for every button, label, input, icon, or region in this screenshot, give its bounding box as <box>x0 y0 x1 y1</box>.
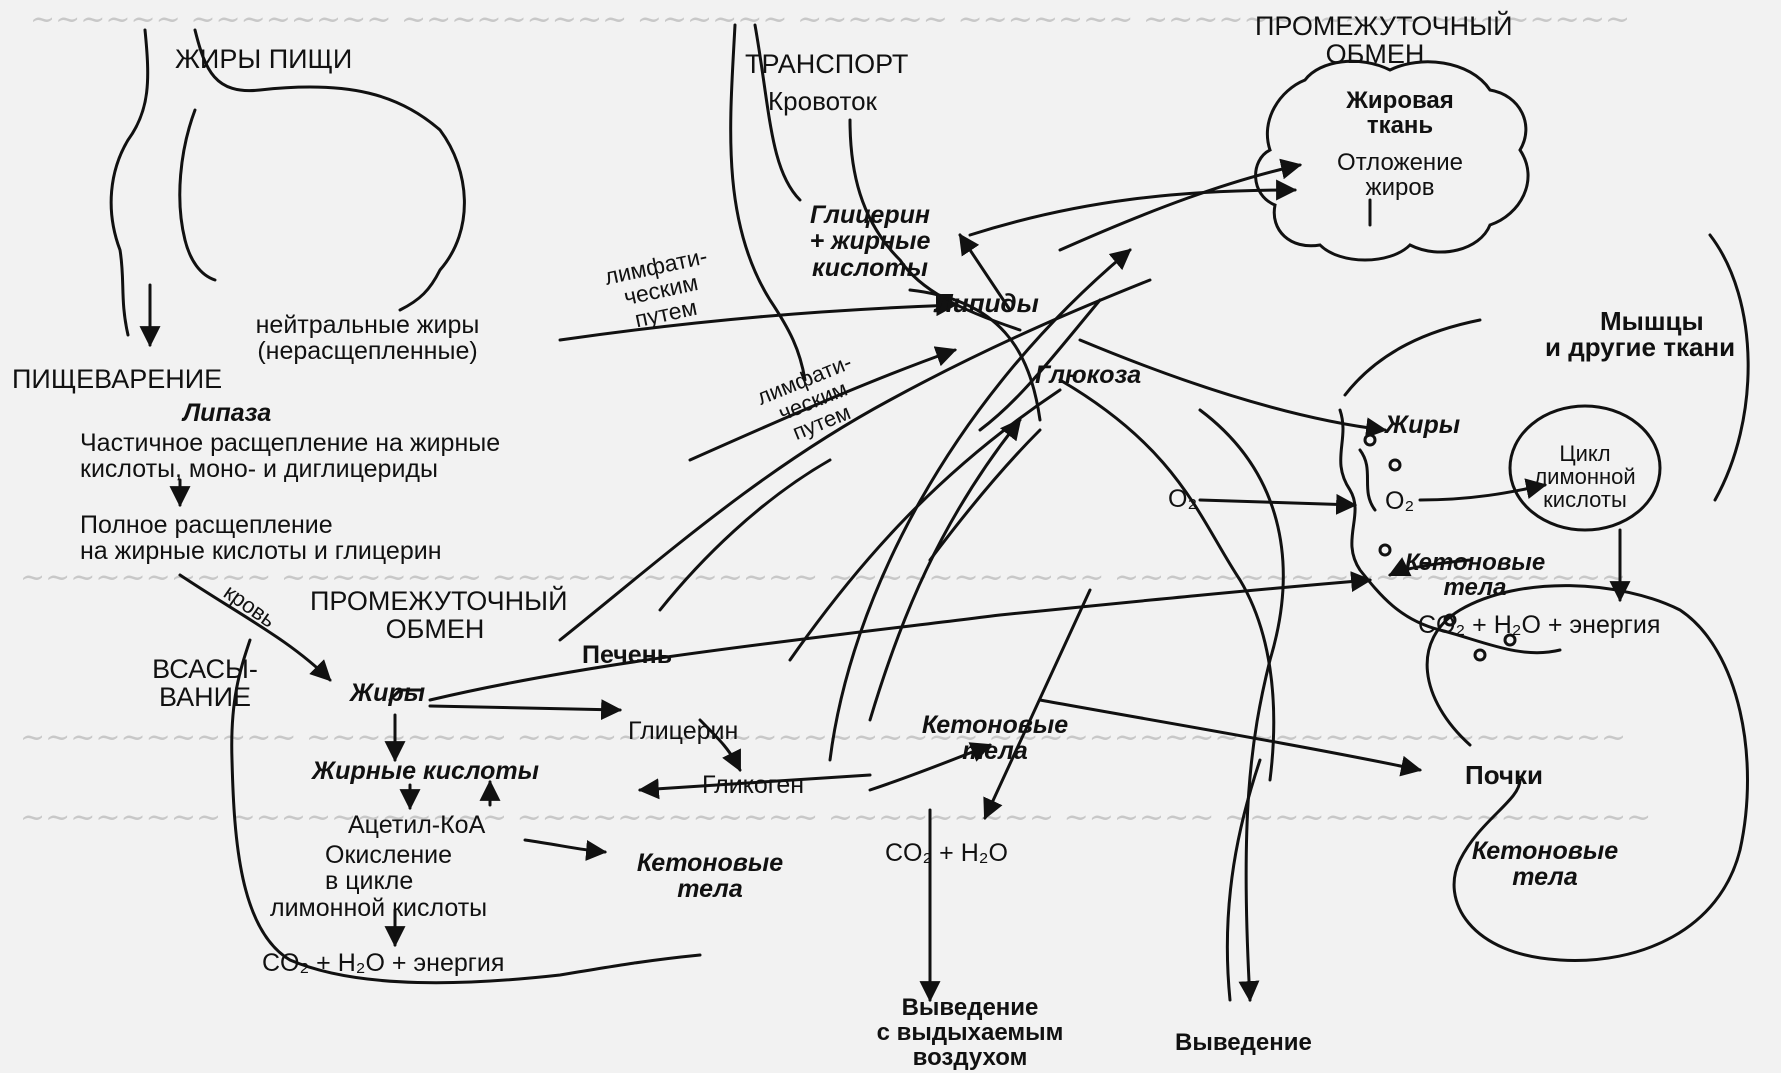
intermediate-top-line2: ОБМЕН <box>1255 40 1495 68</box>
co2-energy-right-label: CO₂ + H₂O + энергия <box>1418 612 1660 638</box>
intermediate-mid-line2: ОБМЕН <box>310 615 560 643</box>
ketone-mid-line2: тела <box>900 738 1090 764</box>
glycerol-fa-line2: + жирные <box>770 228 970 254</box>
ketone-liver-line1: Кетоновые <box>610 850 810 876</box>
ketone-bodies-liver-label: Кетоновые тела <box>610 850 810 903</box>
vesicle <box>1380 545 1390 555</box>
excretion-label: Выведение <box>1175 1030 1312 1055</box>
vesicle <box>1365 435 1375 445</box>
stomach-outline <box>111 30 148 335</box>
citric-line1: Цикл <box>1510 442 1660 465</box>
neutral-fats-label: нейтральные жиры (нерасщепленные) <box>175 312 560 365</box>
ketone-kidney-line1: Кетоновые <box>1450 838 1640 864</box>
absorption-label: ВСАСЫ- ВАНИЕ <box>130 655 280 712</box>
vesicle <box>1390 460 1400 470</box>
adipose-tissue-label: Жировая ткань <box>1300 88 1500 138</box>
partial-breakdown-label: Частичное расщепление на жирные кислоты,… <box>80 430 500 483</box>
adipose-line2: ткань <box>1300 113 1500 138</box>
co2-energy-left-label: CO₂ + H₂O + энергия <box>262 950 504 976</box>
oxidation-line3: лимонной кислоты <box>270 895 550 921</box>
adipose-line1: Жировая <box>1300 88 1500 113</box>
muscle-arc <box>1345 320 1480 395</box>
membrane <box>1360 450 1375 510</box>
exhaled-line2: с выдыхаемым <box>845 1020 1095 1045</box>
glycerol-label: Глицерин <box>628 718 738 744</box>
ketone-liver-line2: тела <box>610 876 810 902</box>
absorption-line1: ВСАСЫ- <box>130 655 280 683</box>
ketone-bodies-muscle-label: Кетоновые тела <box>1395 550 1555 600</box>
food-fats-label: ЖИРЫ ПИЩИ <box>175 45 352 73</box>
ketone-muscle-line1: Кетоновые <box>1395 550 1555 575</box>
co2-h2o-label: CO₂ + H₂O <box>885 840 1008 866</box>
esophagus-inner <box>180 110 215 280</box>
partial-line2: кислоты, моно- и диглицериды <box>80 456 500 482</box>
intermediate-metabolism-top-label: ПРОМЕЖУТОЧНЫЙ ОБМЕН <box>1255 12 1495 69</box>
partial-line1: Частичное расщепление на жирные <box>80 430 500 456</box>
ketone-bodies-mid-label: Кетоновые тела <box>900 712 1090 765</box>
intermediate-mid-line1: ПРОМЕЖУТОЧНЫЙ <box>310 587 560 615</box>
glycogen-label: Гликоген <box>702 772 804 798</box>
muscles-label: Мышцы и другие ткани <box>1545 308 1735 360</box>
fats-liver-label: Жиры <box>350 680 425 706</box>
intermediate-top-line1: ПРОМЕЖУТОЧНЫЙ <box>1255 12 1495 40</box>
glycerol-fa-line3: кислоты <box>770 255 970 281</box>
full-line1: Полное расщепление <box>80 512 442 538</box>
oxidation-label: Окисление в цикле лимонной кислоты <box>270 842 550 921</box>
fatty-acids-label: Жирные кислоты <box>312 758 539 784</box>
deposition-line1: Отложение <box>1300 150 1500 175</box>
neutral-fats-line1: нейтральные жиры <box>175 312 560 338</box>
exhaled-line1: Выведение <box>845 995 1095 1020</box>
fats-muscle-label: Жиры <box>1385 412 1460 438</box>
oxidation-line2: в цикле <box>270 868 550 894</box>
muscles-line1: Мышцы <box>1545 308 1735 334</box>
deposition-line2: жиров <box>1300 175 1500 200</box>
citric-line3: кислоты <box>1510 488 1660 511</box>
oxidation-line1: Окисление <box>270 842 550 868</box>
glycerol-fa-line1: Глицерин <box>770 202 970 228</box>
fat-deposition-label: Отложение жиров <box>1300 150 1500 200</box>
kidneys-label: Почки <box>1465 762 1543 789</box>
muscles-line2: и другие ткани <box>1545 334 1735 360</box>
lipase-label: Липаза <box>183 400 271 426</box>
full-breakdown-label: Полное расщепление на жирные кислоты и г… <box>80 512 442 565</box>
exhaled-excretion-label: Выведение с выдыхаемым воздухом <box>845 995 1095 1071</box>
ketone-bodies-kidney-label: Кетоновые тела <box>1450 838 1640 891</box>
citric-cycle-label: Цикл лимонной кислоты <box>1510 442 1660 511</box>
lipids-label: Липиды <box>935 290 1039 317</box>
oxygen-right-label: O₂ <box>1385 488 1414 514</box>
intermediate-metabolism-mid-label: ПРОМЕЖУТОЧНЫЙ ОБМЕН <box>310 587 560 644</box>
digestion-label: ПИЩЕВАРЕНИЕ <box>12 365 222 393</box>
liver-label: Печень <box>582 642 672 668</box>
ketone-kidney-line2: тела <box>1450 864 1640 890</box>
ketone-muscle-line2: тела <box>1395 575 1555 600</box>
ketone-mid-line1: Кетоновые <box>900 712 1090 738</box>
vesicle <box>1475 650 1485 660</box>
transport-label: ТРАНСПОРТ <box>745 50 908 78</box>
oxygen-left-label: O₂ <box>1168 486 1197 512</box>
glycerol-fatty-acids-label: Глицерин + жирные кислоты <box>770 202 970 281</box>
muscle-arc <box>1710 235 1748 500</box>
citric-line2: лимонной <box>1510 465 1660 488</box>
glucose-label: Глюкоза <box>1035 362 1141 388</box>
neutral-fats-line2: (нерасщепленные) <box>175 338 560 364</box>
full-line2: на жирные кислоты и глицерин <box>80 538 442 564</box>
bloodstream-label: Кровоток <box>768 88 877 115</box>
absorption-line2: ВАНИЕ <box>130 683 280 711</box>
acetyl-coa-label: Ацетил-КоА <box>348 812 485 838</box>
exhaled-line3: воздухом <box>845 1045 1095 1070</box>
